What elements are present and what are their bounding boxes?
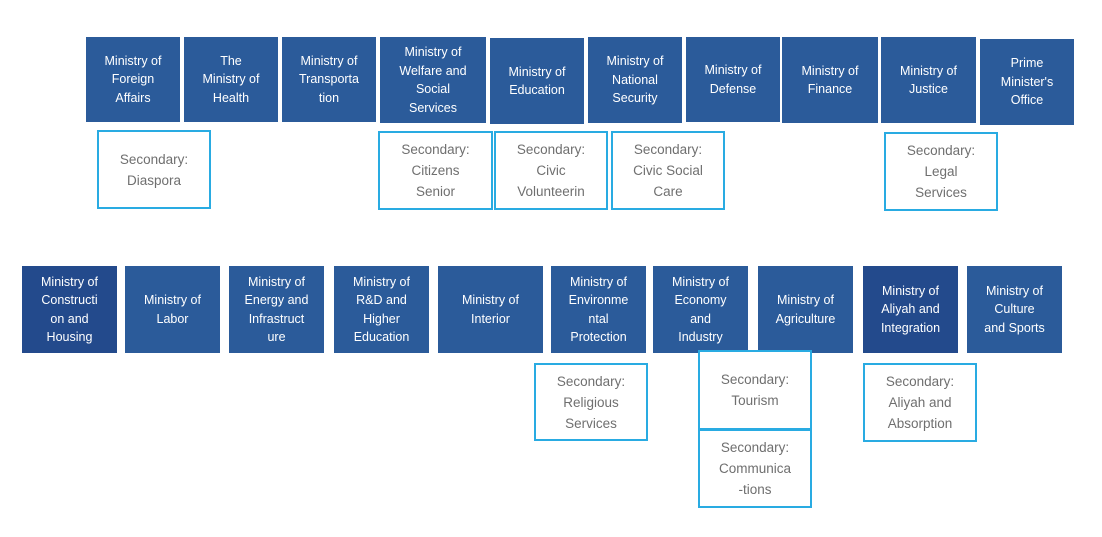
secondary-civic-volunteering: Secondary: Civic Volunteerin <box>494 131 608 210</box>
ministry-defense: Ministry of Defense <box>686 37 780 122</box>
secondary-communications: Secondary: Communica -tions <box>698 429 812 508</box>
ministry-construction-housing: Ministry of Constructi on and Housing <box>22 266 117 353</box>
ministry-culture-sports: Ministry of Culture and Sports <box>967 266 1062 353</box>
ministry-environmental-protection: Ministry of Environme ntal Protection <box>551 266 646 353</box>
ministry-health: The Ministry of Health <box>184 37 278 122</box>
ministry-labor: Ministry of Labor <box>125 266 220 353</box>
secondary-tourism: Secondary: Tourism <box>698 350 812 430</box>
ministry-transportation: Ministry of Transporta tion <box>282 37 376 122</box>
ministry-justice: Ministry of Justice <box>881 37 976 123</box>
secondary-legal-services: Secondary: Legal Services <box>884 132 998 211</box>
ministry-national-security: Ministry of National Security <box>588 37 682 123</box>
ministry-agriculture: Ministry of Agriculture <box>758 266 853 353</box>
ministry-education: Ministry of Education <box>490 38 584 124</box>
secondary-citizens-senior: Secondary: Citizens Senior <box>378 131 493 210</box>
ministry-rd-higher-education: Ministry of R&D and Higher Education <box>334 266 429 353</box>
secondary-religious-services: Secondary: Religious Services <box>534 363 648 441</box>
ministry-energy: Ministry of Energy and Infrastruct ure <box>229 266 324 353</box>
ministry-economy-industry: Ministry of Economy and Industry <box>653 266 748 353</box>
ministry-interior: Ministry of Interior <box>438 266 543 353</box>
prime-ministers-office: Prime Minister's Office <box>980 39 1074 125</box>
secondary-civic-social-care: Secondary: Civic Social Care <box>611 131 725 210</box>
secondary-diaspora: Secondary: Diaspora <box>97 130 211 209</box>
ministry-finance: Ministry of Finance <box>782 37 878 123</box>
secondary-aliyah-absorption: Secondary: Aliyah and Absorption <box>863 363 977 442</box>
ministry-foreign-affairs: Ministry of Foreign Affairs <box>86 37 180 122</box>
ministry-aliyah-integration: Ministry of Aliyah and Integration <box>863 266 958 353</box>
ministry-welfare: Ministry of Welfare and Social Services <box>380 37 486 123</box>
